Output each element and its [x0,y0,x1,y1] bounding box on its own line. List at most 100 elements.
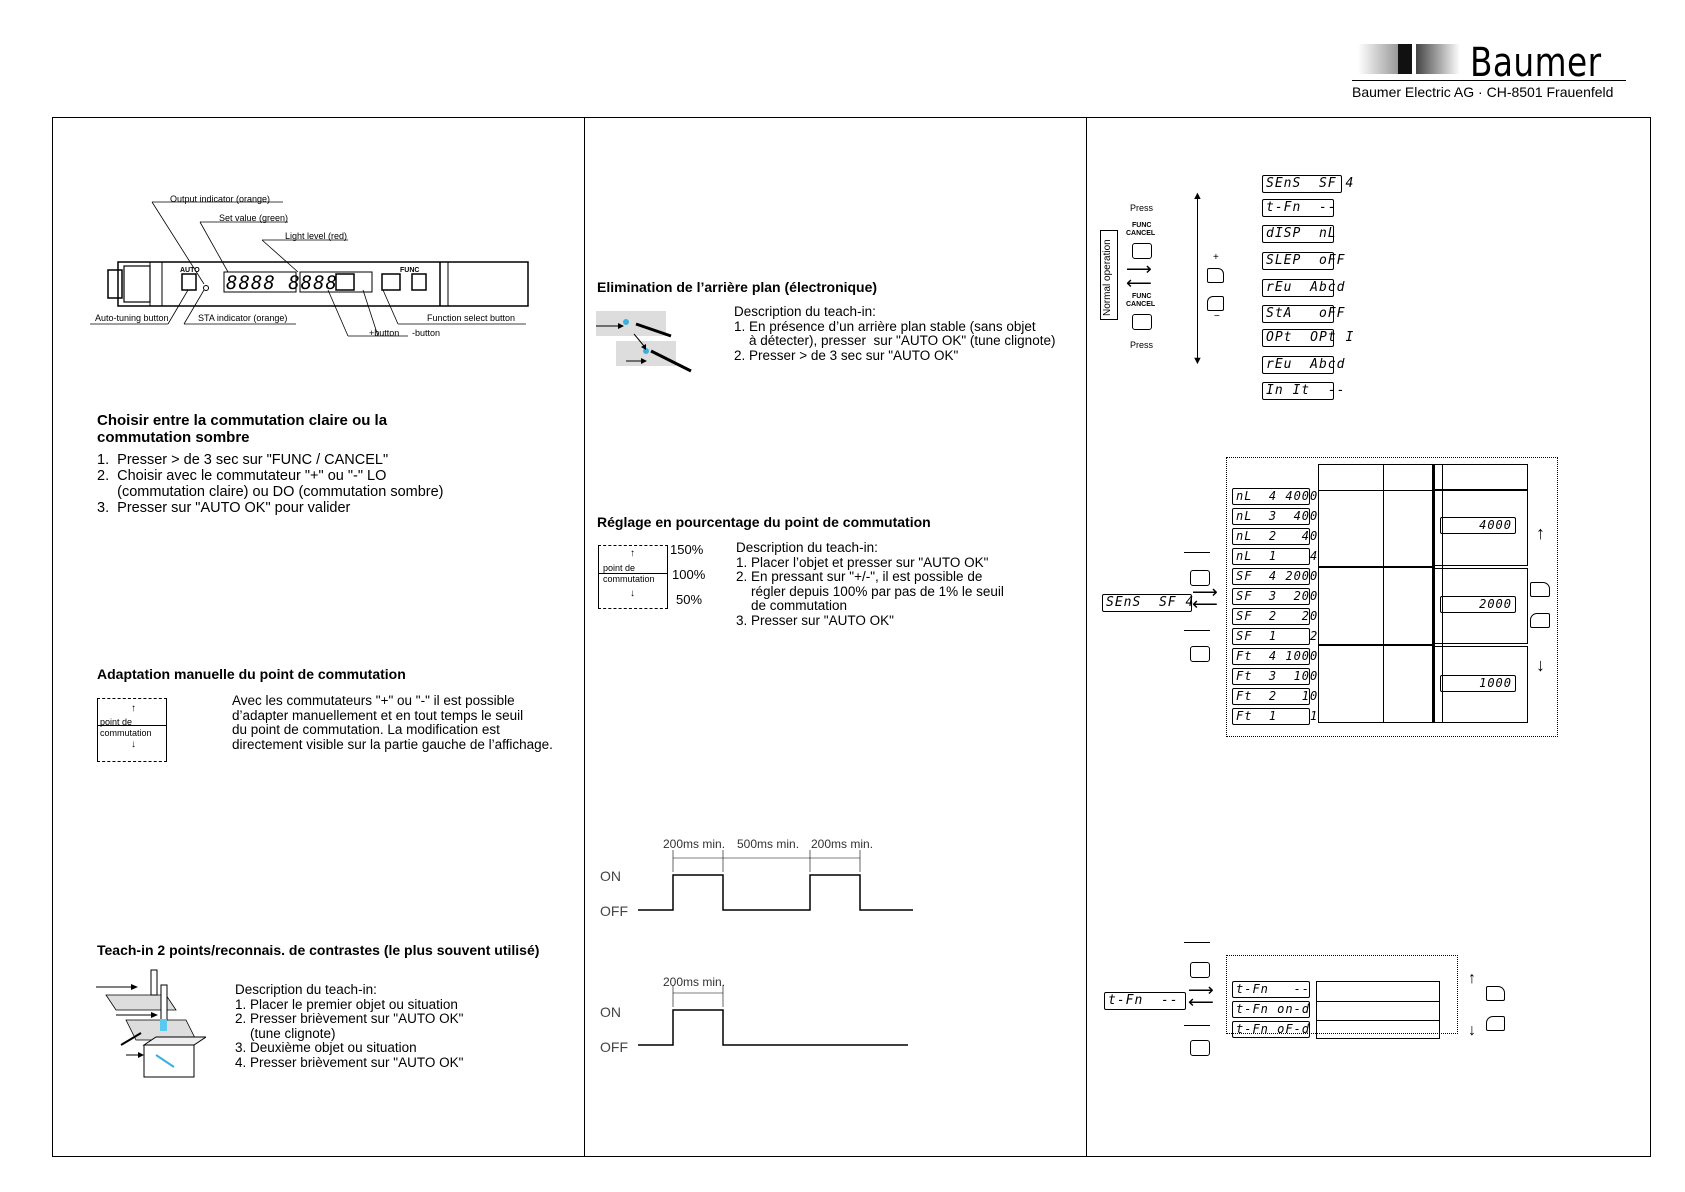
label-output-indicator: Output indicator (orange) [170,194,271,204]
minus-button[interactable] [1486,1016,1505,1031]
background-text: Description du teach-in:1. En présence d… [734,304,1056,363]
menu-item: dISP nL [1262,225,1336,243]
label-auto-tuning: Auto-tuning button [95,313,169,323]
tfn-current-display: t-Fn -- [1104,992,1186,1010]
arrows-icon: ⟶⟵ [1192,582,1218,614]
timer-frame [1226,955,1458,1034]
switching-point-diagram: point de commutation ↑ ↓ [97,698,167,762]
tfn-item: t-Fn -- [1232,981,1310,998]
arrow-up-icon: ↑ [630,548,635,559]
sens-item: Ft 3 100 [1232,668,1317,685]
device-display-digits: 8888 8888 [226,272,338,294]
normal-operation-box: Normal operation [1100,230,1118,320]
steps-light-dark: 1. Presser > de 3 sec sur "FUNC / CANCEL… [97,452,444,516]
pct-label: 150% [670,542,704,557]
sens-item: Ft 2 10 [1232,688,1317,705]
sensitivity-grid-left [1318,464,1443,723]
sensitivity-group [1432,646,1528,723]
list-item: 1. Presser > de 3 sec sur "FUNC / CANCEL… [97,452,389,468]
press-label: Press [1130,203,1154,213]
sens-item: nL 2 40 [1232,528,1317,545]
sens-item: nL 1 4 [1232,548,1317,565]
diagram-label: commutation [100,728,152,738]
menu-item: rEu Abcd [1262,356,1344,374]
cancel-label: CANCEL [1126,301,1156,308]
plus-label: + [1213,252,1219,263]
column-divider [1086,117,1087,1157]
sens-current-display: SEnS SF 4 [1102,594,1193,612]
minus-button[interactable] [1190,1040,1210,1056]
section-title-teach-in-2pt: Teach-in 2 points/reconnais. de contrast… [97,942,540,958]
pct-label: 100% [672,567,706,582]
sens-item: Ft 1 1 [1232,708,1317,725]
menu-item: rEu Abcd [1262,279,1344,297]
plus-button[interactable] [1486,986,1505,1001]
func-label: FUNC [1132,222,1152,229]
label-light-level: Light level (red) [285,231,348,241]
signal-on-label: ON [600,1004,621,1020]
timing-label: 200ms min. [811,837,874,851]
timing-label: 500ms min. [737,837,800,851]
label-plus-button: +button [369,328,400,338]
tfn-item: t-Fn oF-d [1232,1021,1310,1038]
sens-item: SF 1 2 [1232,628,1317,645]
press-label: Press [1130,340,1154,350]
arrow-down-icon: ↓ [1536,655,1545,675]
column-divider [584,117,585,1157]
minus-button[interactable] [1530,613,1550,628]
menu-item: SLEP oFF [1262,252,1344,270]
logo-bar [1398,44,1412,74]
plus-button[interactable] [1207,268,1224,283]
func-cancel-button[interactable] [1132,314,1152,330]
diagram-label: point de [603,563,636,573]
diagram-label: commutation [603,574,655,584]
sens-item: SF 4 2000 [1232,568,1317,585]
menu-item: StA oFF [1262,305,1344,323]
sensitivity-group [1432,490,1528,566]
sensitivity-value: 4000 [1440,517,1516,534]
teach-in-illustration [96,969,206,1078]
sensitivity-group [1432,568,1528,644]
timing-label: 200ms min. [663,837,726,851]
percentage-text: Description du teach-in:1. Placer l’obje… [736,540,1004,628]
section-title-percentage: Réglage en pourcentage du point de commu… [597,514,931,530]
menu-item: In It -- [1262,382,1344,400]
arrow-up-icon: ↑ [1468,970,1476,987]
sens-item: nL 3 400 [1232,508,1317,525]
plus-button[interactable] [1530,582,1550,597]
minus-button[interactable] [1207,296,1224,311]
arrow-up-icon: ▲ [1192,190,1203,202]
label-sta-indicator: STA indicator (orange) [198,313,288,323]
signal-off-label: OFF [600,1039,628,1055]
plus-button[interactable] [1190,962,1210,978]
list-item: (commutation claire) ou DO (commutation … [97,484,444,500]
sens-item: Ft 4 1000 [1232,648,1317,665]
label-minus-button: -button [412,328,441,338]
arrow-up-icon: ↑ [131,703,136,714]
minus-button[interactable] [1190,646,1210,662]
device-func-label: FUNC [400,267,420,274]
arrow-down-icon: ▼ [1192,355,1203,367]
logo-gradient-right [1416,44,1460,74]
tfn-item: t-Fn on-d [1232,1001,1310,1018]
teach-in-2pt-text: Description du teach-in:1. Placer le pre… [235,982,464,1070]
device-auto-label: AUTO [180,267,200,274]
logo-gradient [1358,44,1398,74]
background-illustration [596,311,692,373]
company-address: Baumer Electric AG · CH-8501 Frauenfeld [1352,84,1614,100]
sens-item: SF 3 200 [1232,588,1317,605]
brand-name: Baumer [1470,40,1602,86]
sens-item: SF 2 20 [1232,608,1317,625]
arrow-down-icon: ↓ [1468,1022,1476,1039]
sensitivity-value: 2000 [1440,596,1516,613]
manual-adjust-text: Avec les commutateurs "+" ou "-" il est … [232,693,553,752]
arrow-down-icon: ↓ [630,588,635,599]
menu-item: t-Fn -- [1262,199,1336,217]
header-rule [1352,80,1626,81]
plus-button[interactable] [1190,570,1210,586]
arrows-icon: ⟶⟵ [1126,259,1152,293]
list-item: 2. Choisir avec le commutateur "+" ou "-… [97,468,387,484]
func-cancel-button[interactable] [1132,243,1152,259]
section-title-light-dark: Choisir entre la commutation claire ou l… [97,412,388,446]
page-frame [52,117,1651,1157]
